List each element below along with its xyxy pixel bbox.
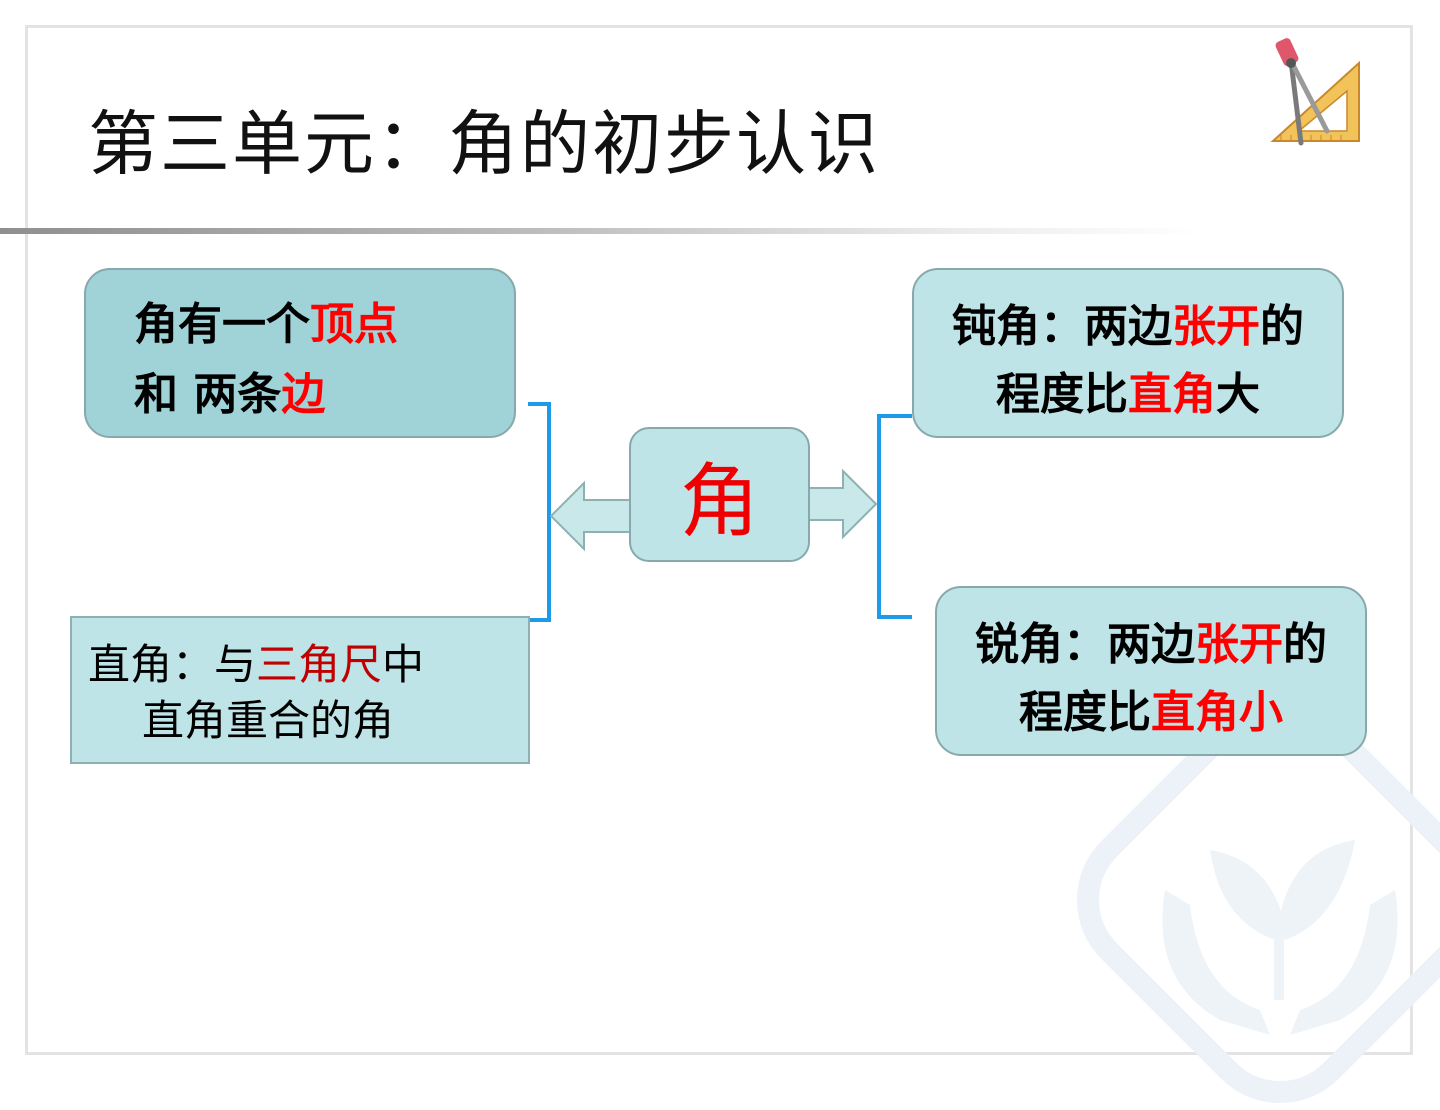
diagram-connectors bbox=[528, 402, 912, 622]
acute-line-1: 锐角：两边张开的 bbox=[975, 619, 1327, 670]
vertex-line-1: 角有一个顶点 bbox=[134, 299, 398, 350]
right-arrow bbox=[808, 468, 878, 540]
acute-angle-box: 锐角：两边张开的 程度比直角小 bbox=[935, 586, 1367, 756]
right-angle-line-1: 直角：与三角尺中 bbox=[88, 640, 425, 689]
obtuse-angle-box: 钝角：两边张开的 程度比直角大 bbox=[912, 268, 1344, 438]
right-angle-box: 直角：与三角尺中 直角重合的角 bbox=[70, 616, 530, 764]
right-angle-line-2: 直角重合的角 bbox=[142, 696, 395, 745]
vertex-line-2: 和 两条边 bbox=[134, 369, 326, 420]
right-bracket bbox=[877, 414, 912, 619]
slide-frame bbox=[25, 25, 1413, 1055]
left-arrow bbox=[549, 480, 631, 552]
obtuse-line-1: 钝角：两边张开的 bbox=[952, 301, 1304, 352]
compass-ruler-icon bbox=[1270, 38, 1360, 146]
acute-line-2: 程度比直角小 bbox=[1019, 687, 1283, 738]
vertex-sides-box: 角有一个顶点 和 两条边 bbox=[84, 268, 516, 438]
left-bracket bbox=[528, 402, 551, 622]
title-divider bbox=[0, 228, 1200, 234]
center-node-angle: 角 bbox=[629, 427, 810, 562]
page-title: 第三单元：角的初步认识 bbox=[88, 103, 880, 185]
obtuse-line-2: 程度比直角大 bbox=[996, 369, 1260, 420]
